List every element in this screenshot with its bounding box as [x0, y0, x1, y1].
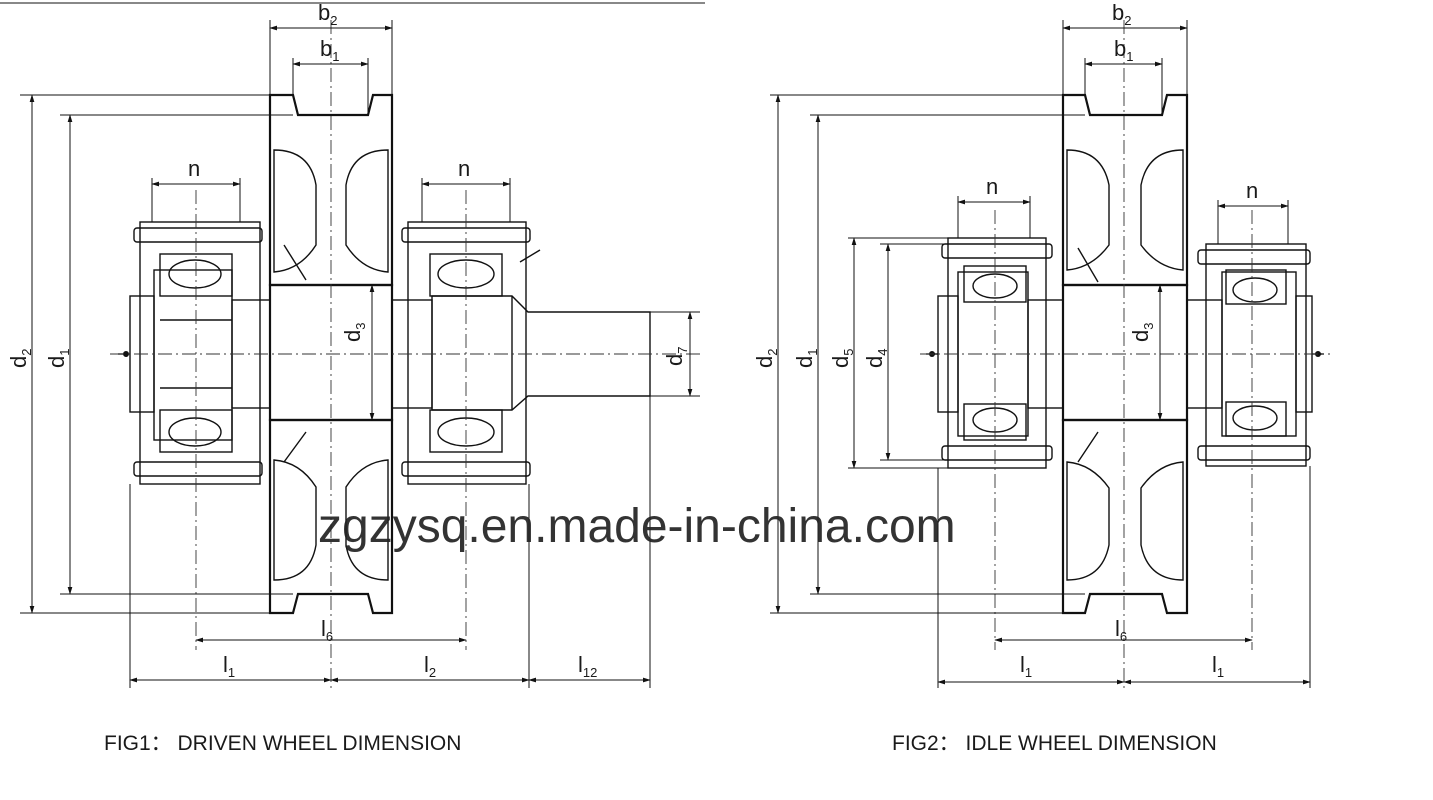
dim-label-d2: d2	[752, 349, 780, 368]
figure-caption: FIG2： IDLE WHEEL DIMENSION	[892, 732, 1217, 755]
figure-caption: FIG1： DRIVEN WHEEL DIMENSION	[104, 732, 461, 755]
watermark-text: zgzysq.en.made-in-china.com	[318, 500, 956, 553]
figure-driven-wheel: b2 b1 n n d2 d1 d3 d7 l6 l1 l2 l12 FIG1：…	[6, 0, 700, 755]
left-bearing-housing	[118, 221, 263, 485]
dim-label-d7: d7	[662, 347, 690, 366]
dim-label-n-left: n	[188, 156, 200, 181]
right-bearing-housing	[1077, 243, 1324, 467]
dim-label-l1-left: l1	[1020, 652, 1032, 680]
right-bearing-housing	[283, 221, 541, 485]
dim-label-d1: d1	[792, 349, 820, 368]
dim-label-d3: d3	[1128, 323, 1156, 342]
figure-idle-wheel: b2 b1 n n d2 d1 d5 d4 d3 l6 l1 l1 FIG2： …	[752, 0, 1330, 755]
dim-label-b1: b1	[1114, 36, 1133, 64]
dim-label-d1: d1	[44, 349, 72, 368]
dim-label-l1-right: l1	[1212, 652, 1224, 680]
dim-label-b2: b2	[1112, 0, 1131, 28]
dimension-lines	[29, 25, 693, 683]
shaft	[231, 283, 651, 422]
dim-label-n-right: n	[1246, 178, 1258, 203]
dim-label-n-left: n	[986, 174, 998, 199]
dimension-lines	[775, 25, 1311, 685]
dim-label-b2: b2	[318, 0, 337, 28]
dim-label-b1: b1	[320, 36, 339, 64]
dim-label-d2: d2	[6, 349, 34, 368]
dim-label-l12: l12	[578, 652, 597, 680]
dim-label-n-right: n	[458, 156, 470, 181]
dim-label-l2: l2	[424, 652, 436, 680]
left-bearing-housing	[926, 237, 1053, 469]
dim-label-d5: d5	[828, 349, 856, 368]
dim-label-d4: d4	[862, 349, 890, 368]
dim-label-l6: l6	[321, 616, 333, 644]
dim-label-d3: d3	[340, 323, 368, 342]
shaft	[1027, 283, 1223, 422]
dim-label-l1: l1	[223, 652, 235, 680]
dim-label-l6: l6	[1115, 616, 1127, 644]
